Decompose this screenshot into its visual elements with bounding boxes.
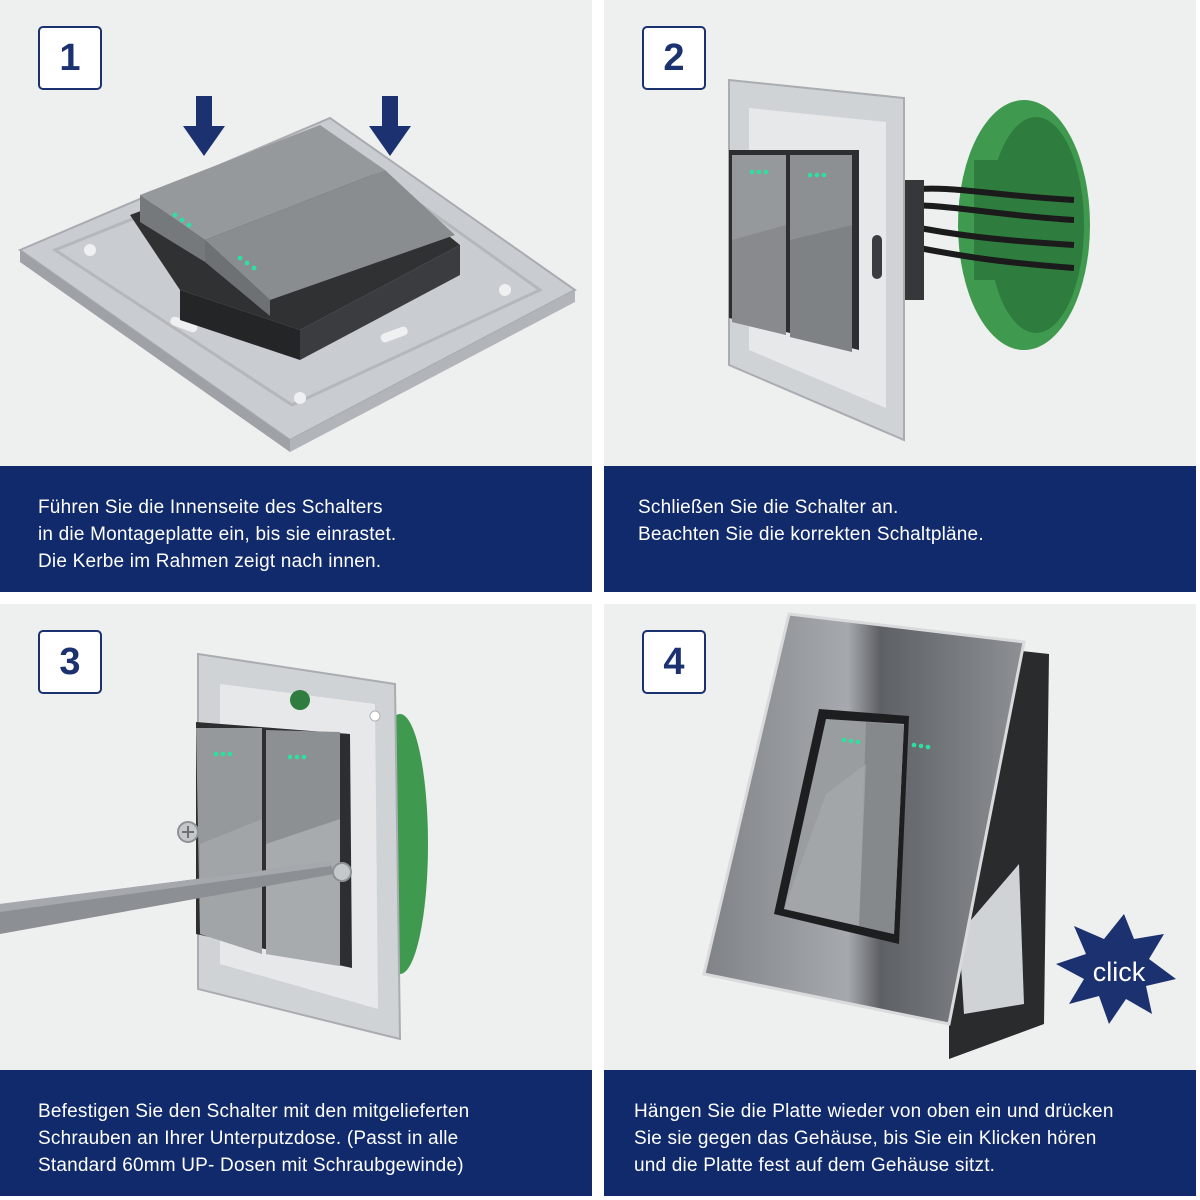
caption-line: und die Platte fest auf dem Gehäuse sitz… — [634, 1155, 996, 1176]
caption-line: Beachten Sie die korrekten Schaltpläne. — [638, 524, 984, 545]
caption-line: Befestigen Sie den Schalter mit den mitg… — [38, 1101, 470, 1122]
step-1-caption: Führen Sie die Innenseite des Schalters … — [0, 466, 592, 592]
step-number-badge: 3 — [38, 630, 102, 694]
caption-line: Sie sie gegen das Gehäuse, bis Sie ein K… — [634, 1128, 1097, 1149]
caption-line: Hängen Sie die Platte wieder von oben ei… — [634, 1101, 1114, 1122]
step-number-badge: 2 — [642, 26, 706, 90]
step-2-illustration: 2 — [604, 0, 1196, 466]
caption-line: Führen Sie die Innenseite des Schalters — [38, 497, 383, 518]
click-burst-icon — [1056, 914, 1176, 1024]
step-3-illustration: 3 — [0, 604, 592, 1070]
caption-line: Die Kerbe im Rahmen zeigt nach innen. — [38, 551, 382, 572]
click-label: click — [1093, 957, 1146, 987]
down-arrow-icon — [183, 96, 225, 156]
caption-line: Schließen Sie die Schalter an. — [638, 497, 899, 518]
step-number-badge: 4 — [642, 630, 706, 694]
step-4-panel: click 4 Hängen Sie die Platte wieder von… — [604, 604, 1196, 1196]
step-4-caption: Hängen Sie die Platte wieder von oben ei… — [604, 1070, 1196, 1196]
down-arrow-icon — [369, 96, 411, 156]
caption-line: in die Montageplatte ein, bis sie einras… — [38, 524, 397, 545]
step-3-panel: 3 Befestigen Sie den Schalter mit den mi… — [0, 604, 592, 1196]
step-1-illustration: 1 — [0, 0, 592, 466]
step-4-illustration: click 4 — [604, 604, 1196, 1070]
step-2-panel: 2 Schließen Sie die Schalter an. Beachte… — [604, 0, 1196, 592]
step-3-caption: Befestigen Sie den Schalter mit den mitg… — [0, 1070, 592, 1196]
step-1-panel: 1 Führen Sie die Innenseite des Schalter… — [0, 0, 592, 592]
step-2-caption: Schließen Sie die Schalter an. Beachten … — [604, 466, 1196, 592]
caption-line: Schrauben an Ihrer Unterputzdose. (Passt… — [38, 1128, 459, 1149]
caption-line: Standard 60mm UP- Dosen mit Schraubgewin… — [38, 1155, 464, 1176]
step-number-badge: 1 — [38, 26, 102, 90]
